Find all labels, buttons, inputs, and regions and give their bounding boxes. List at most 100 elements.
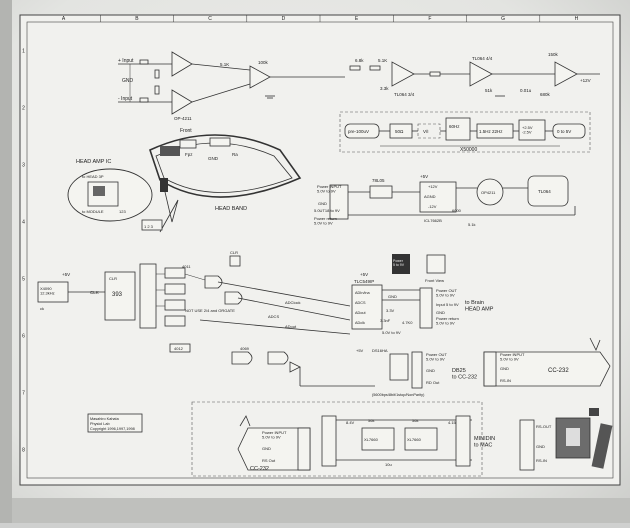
bottom-v415-label: 4.15V: [448, 420, 459, 425]
chain-gain-label: X50000: [460, 147, 477, 153]
grid-letter: E: [355, 16, 359, 22]
bottom-v8-label: 8.4V: [346, 420, 355, 425]
chain-stage2: V/I: [423, 129, 429, 134]
electrode-label-pz: Fpz: [185, 152, 193, 157]
head-amp-ic-label: HEAD AMP IC: [76, 159, 111, 165]
opamp-6: [554, 61, 578, 87]
grid-letter: H: [575, 16, 579, 22]
counter-label: 393: [112, 292, 123, 298]
input-top-label: + Input: [118, 58, 134, 64]
amplifier-section: + Input - Input GND OP-4211 5.1K 100k 6.…: [118, 51, 600, 121]
adc-gnd-label: GND: [388, 294, 397, 299]
grid-number: 7: [22, 391, 25, 397]
grid-number: 8: [22, 448, 25, 454]
ic3-label: 4069: [240, 346, 250, 351]
front-view-label: Front View: [425, 278, 444, 283]
cap-001u-label: 0.01u: [520, 88, 532, 93]
baud-label: (5600bps/8bit/1stop/NonParity): [372, 393, 425, 397]
counter-393: [104, 271, 136, 321]
opamp-1: [171, 51, 193, 77]
adc-r4k7-label: 4.7K0: [402, 320, 413, 325]
bottom-gnd: GND: [262, 446, 271, 451]
grid-number: 1: [22, 49, 25, 55]
res-33k-label: 3.3k: [380, 86, 389, 91]
res-5k1b-label: 5.1K: [378, 58, 387, 63]
clr-tag-label: CLR: [230, 250, 238, 255]
clk-label: CLK: [90, 290, 99, 295]
adc-c33-label: 3.3nF: [380, 318, 391, 323]
clr-tag: [229, 255, 241, 267]
bottom-cap-label: 10u: [385, 462, 392, 467]
tl-label: TL064: [538, 189, 551, 194]
op-label: OP4211: [481, 190, 496, 195]
grid-number: 3: [22, 163, 25, 169]
adout-label: ADout: [285, 324, 297, 329]
adc-gnd2-label: GND: [436, 310, 445, 315]
bottom-rs-out: RS Out: [262, 458, 276, 463]
v-plus12-label: +12V: [580, 78, 591, 83]
chain-stage5: +2.5V-2.5V: [522, 125, 533, 135]
power-gnd-label: GND: [318, 201, 327, 206]
osc-pin-label: ck: [40, 306, 44, 311]
vm12-label: -12V: [428, 204, 437, 209]
credit-line3: Copyright 1996,1997,1998: [90, 427, 135, 431]
res-6k-label: 6000: [452, 208, 462, 213]
opamp-3: [249, 65, 271, 89]
res-5k1-label: 5.1K: [220, 62, 229, 67]
connector-label: 1 2 3: [144, 224, 154, 229]
res-out-label: 5.1k: [468, 222, 476, 227]
adc-pin-3: ADclk: [355, 321, 365, 325]
adc-section: +5V TLC549IP ADIn/ina ADCS ADout ADclk G…: [351, 254, 494, 335]
chain-out-label: 0 to 5V: [557, 129, 571, 134]
bottom-res2-label: 56k: [412, 418, 418, 423]
bottom-ic1-label: XL7660: [364, 437, 379, 442]
chain-stage4: 1.5Hz 22Hz: [479, 129, 503, 134]
grid-letter: A: [62, 16, 66, 22]
nand-label: CLR: [109, 276, 117, 281]
credit-line2: Physiol Lab: [90, 422, 110, 426]
electrode-label-ra: Ra: [232, 152, 238, 157]
ds16ha-chip: [389, 353, 409, 381]
head-front-label: Front: [180, 128, 192, 134]
ic-tl064-label: TL064 3/4: [394, 92, 415, 97]
amp-gnd-label: GND: [122, 78, 134, 84]
xl7660-2: [404, 427, 438, 451]
credit-box: Masahiro Kahata Physiol Lab Copyright 19…: [87, 413, 143, 433]
icl7662b: [419, 181, 457, 213]
electrode-fpz: [160, 146, 180, 156]
grid-number: 2: [22, 106, 25, 112]
grid-letter: D: [282, 16, 286, 22]
electrode-label-gnd: GND: [208, 156, 219, 161]
v12-label: +12V: [428, 184, 438, 189]
grid-number: 5: [22, 277, 25, 283]
bottom-cc232-label: CC-232: [250, 466, 269, 472]
grid-letter: G: [501, 16, 505, 22]
not-use-label: NOT USE 2/4 and ORGATE: [185, 308, 235, 313]
chain-in-label: pre-100uV: [348, 129, 369, 134]
rs-v5-label: +5V: [356, 348, 364, 353]
res-100k-label: 100k: [258, 60, 269, 65]
reg-label: 78L05: [372, 178, 385, 183]
bottom-rs-out2: RS-OUT: [536, 424, 552, 429]
bottom-rs-in: RS-IN: [536, 458, 547, 463]
power-out-label: 5.0UT18 to 9V: [314, 208, 340, 213]
grid-letter: F: [428, 16, 431, 22]
grid-letter: B: [135, 16, 139, 22]
grid-number: 4: [22, 220, 25, 226]
ic2-label: 4012: [174, 346, 184, 351]
